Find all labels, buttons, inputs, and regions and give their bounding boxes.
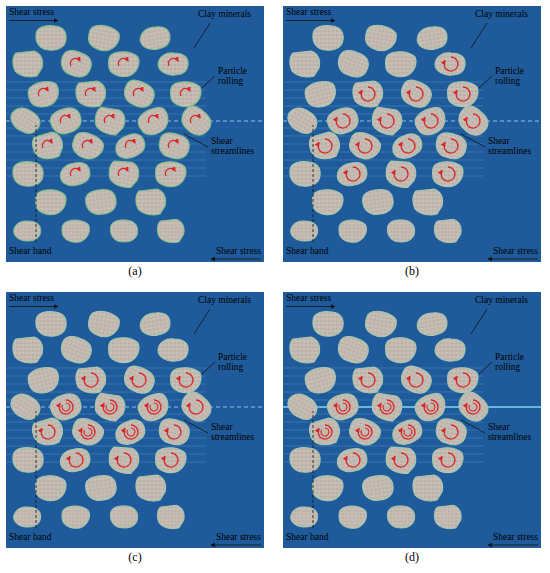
label-holder: Shear stress <box>9 293 54 303</box>
panel-caption: (c) <box>128 551 141 564</box>
stress-label: Shear stress <box>493 532 538 542</box>
label-holder: Clay minerals <box>198 9 251 19</box>
label-holder: Particle rolling <box>218 352 262 373</box>
label-holder: Particle rolling <box>495 66 539 87</box>
label-holder: (b) <box>405 265 419 278</box>
callout-label: Particle rolling <box>495 66 539 87</box>
label-holder: Shear stress <box>216 246 261 256</box>
label-holder: Shear streamlines <box>211 422 261 443</box>
label-holder: (c) <box>128 551 141 564</box>
stress-label: Shear stress <box>286 7 331 17</box>
label-holder: Shear stress <box>286 293 331 303</box>
callout-label: Shear streamlines <box>488 422 538 443</box>
material-label: Clay minerals <box>198 9 251 19</box>
callout-label: Shear streamlines <box>211 422 261 443</box>
callout-label: Particle rolling <box>495 352 539 373</box>
stress-label: Shear stress <box>216 246 261 256</box>
stress-label: Shear stress <box>493 246 538 256</box>
label-holder: Shear streamlines <box>488 422 538 443</box>
panel-a <box>6 6 264 262</box>
label-holder: Shear stress <box>493 246 538 256</box>
panel-caption: (d) <box>405 551 419 564</box>
label-holder: Shear streamlines <box>488 136 538 157</box>
panel-b <box>283 6 541 262</box>
band-label: Shear band <box>286 246 328 256</box>
label-holder: (d) <box>405 551 419 564</box>
callout-label: Shear streamlines <box>488 136 538 157</box>
stress-label: Shear stress <box>286 293 331 303</box>
label-holder: Shear band <box>286 246 328 256</box>
label-holder: Clay minerals <box>475 9 528 19</box>
stress-label: Shear stress <box>216 532 261 542</box>
label-holder: Shear stress <box>216 532 261 542</box>
label-holder: Shear stress <box>493 532 538 542</box>
label-holder: Shear band <box>9 246 51 256</box>
panel-caption: (b) <box>405 265 419 278</box>
label-holder: Clay minerals <box>475 295 528 305</box>
panel-caption: (a) <box>128 265 141 278</box>
label-holder: Shear stress <box>286 7 331 17</box>
material-label: Clay minerals <box>198 295 251 305</box>
label-holder: Particle rolling <box>218 66 262 87</box>
band-label: Shear band <box>286 532 328 542</box>
stress-label: Shear stress <box>9 7 54 17</box>
panel-d <box>283 292 541 548</box>
stress-label: Shear stress <box>9 293 54 303</box>
material-label: Clay minerals <box>475 9 528 19</box>
callout-label: Particle rolling <box>218 352 262 373</box>
label-holder: Clay minerals <box>198 295 251 305</box>
label-holder: (a) <box>128 265 141 278</box>
callout-label: Particle rolling <box>218 66 262 87</box>
panel-c <box>6 292 264 548</box>
label-holder: Shear band <box>286 532 328 542</box>
label-holder: Shear band <box>9 532 51 542</box>
band-label: Shear band <box>9 532 51 542</box>
label-holder: Shear stress <box>9 7 54 17</box>
label-holder: Shear streamlines <box>211 136 261 157</box>
callout-label: Shear streamlines <box>211 136 261 157</box>
band-label: Shear band <box>9 246 51 256</box>
material-label: Clay minerals <box>475 295 528 305</box>
label-holder: Particle rolling <box>495 352 539 373</box>
